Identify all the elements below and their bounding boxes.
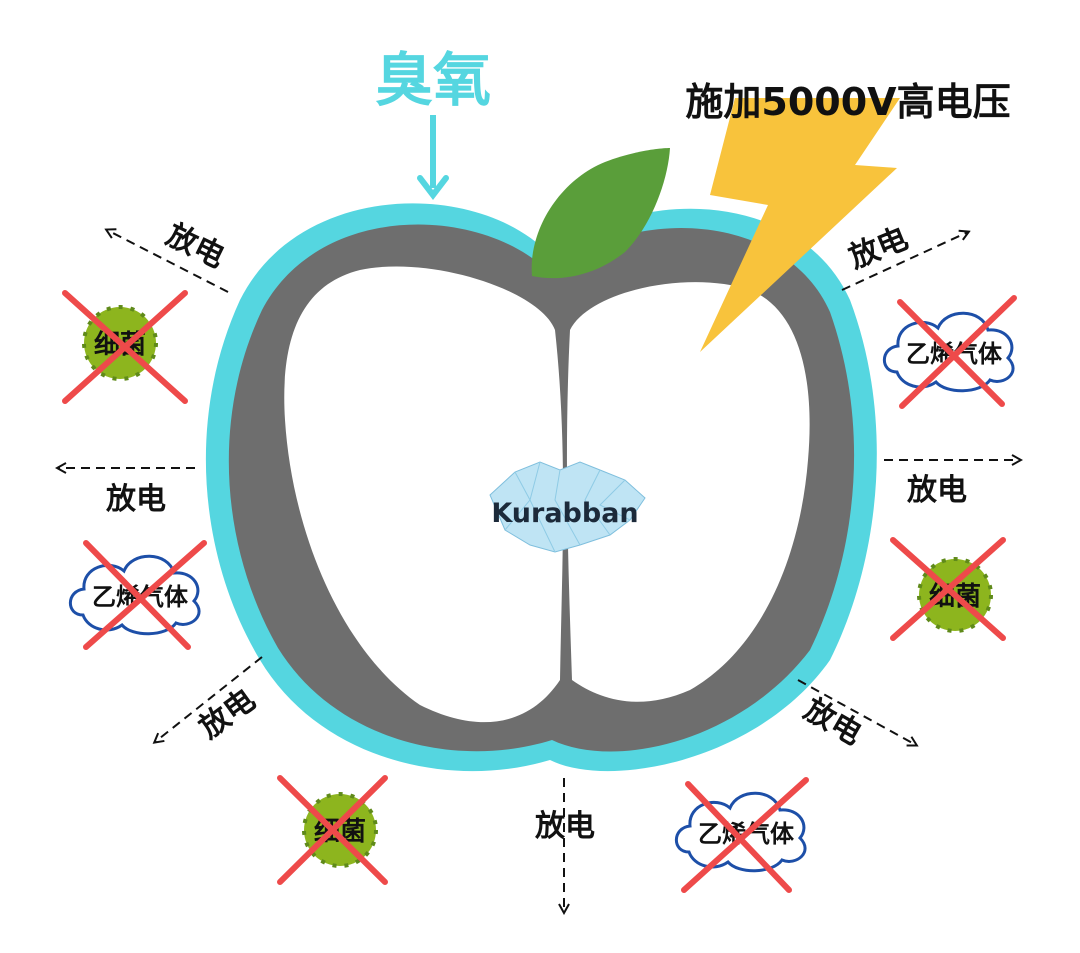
ethylene-marker-right: 乙烯气体 xyxy=(882,295,1017,409)
discharge-arrows xyxy=(58,230,1020,912)
ethylene-marker-bottom: 乙烯气体 xyxy=(674,777,809,893)
kurabban-logo: Kurabban xyxy=(489,461,646,553)
discharge-label-bottom-right: 放电 xyxy=(797,692,867,753)
cross-icon xyxy=(83,540,207,650)
discharge-arrow-top-right xyxy=(841,232,968,291)
logo-text: Kurabban xyxy=(491,498,638,529)
cross-icon xyxy=(890,537,1006,641)
bacteria-marker-left: 细菌 xyxy=(62,290,188,404)
discharge-label-bottom-left: 放电 xyxy=(192,682,262,746)
cross-icon xyxy=(277,775,388,885)
discharge-label-right: 放电 xyxy=(906,473,967,508)
apple-right-half xyxy=(566,282,810,702)
ozone-label: 臭氧 xyxy=(375,46,491,114)
discharge-label-top-right: 放电 xyxy=(843,221,913,276)
cross-icon xyxy=(897,295,1017,409)
cross-icon xyxy=(62,290,188,404)
discharge-label-top-left: 放电 xyxy=(160,217,230,275)
apple-leaf xyxy=(531,148,670,279)
apple-left-half xyxy=(284,266,564,723)
voltage-label: 施加5000V高电压 xyxy=(685,80,1010,124)
lightning-bolt-icon xyxy=(700,98,900,352)
ethylene-marker-left: 乙烯气体 xyxy=(68,540,207,650)
discharge-arrow-bottom-left xyxy=(155,656,263,742)
apple xyxy=(205,148,877,772)
discharge-label-left: 放电 xyxy=(105,482,166,517)
bacteria-marker-right: 细菌 xyxy=(890,537,1006,641)
discharge-arrow-bottom-right xyxy=(797,679,916,745)
cross-icon xyxy=(681,777,809,893)
bacteria-marker-bottom: 细菌 xyxy=(277,775,388,885)
discharge-arrow-top-left xyxy=(107,230,229,293)
discharge-label-bottom: 放电 xyxy=(534,809,595,844)
virus-icon xyxy=(302,792,378,868)
ozone-arrow xyxy=(417,115,449,200)
